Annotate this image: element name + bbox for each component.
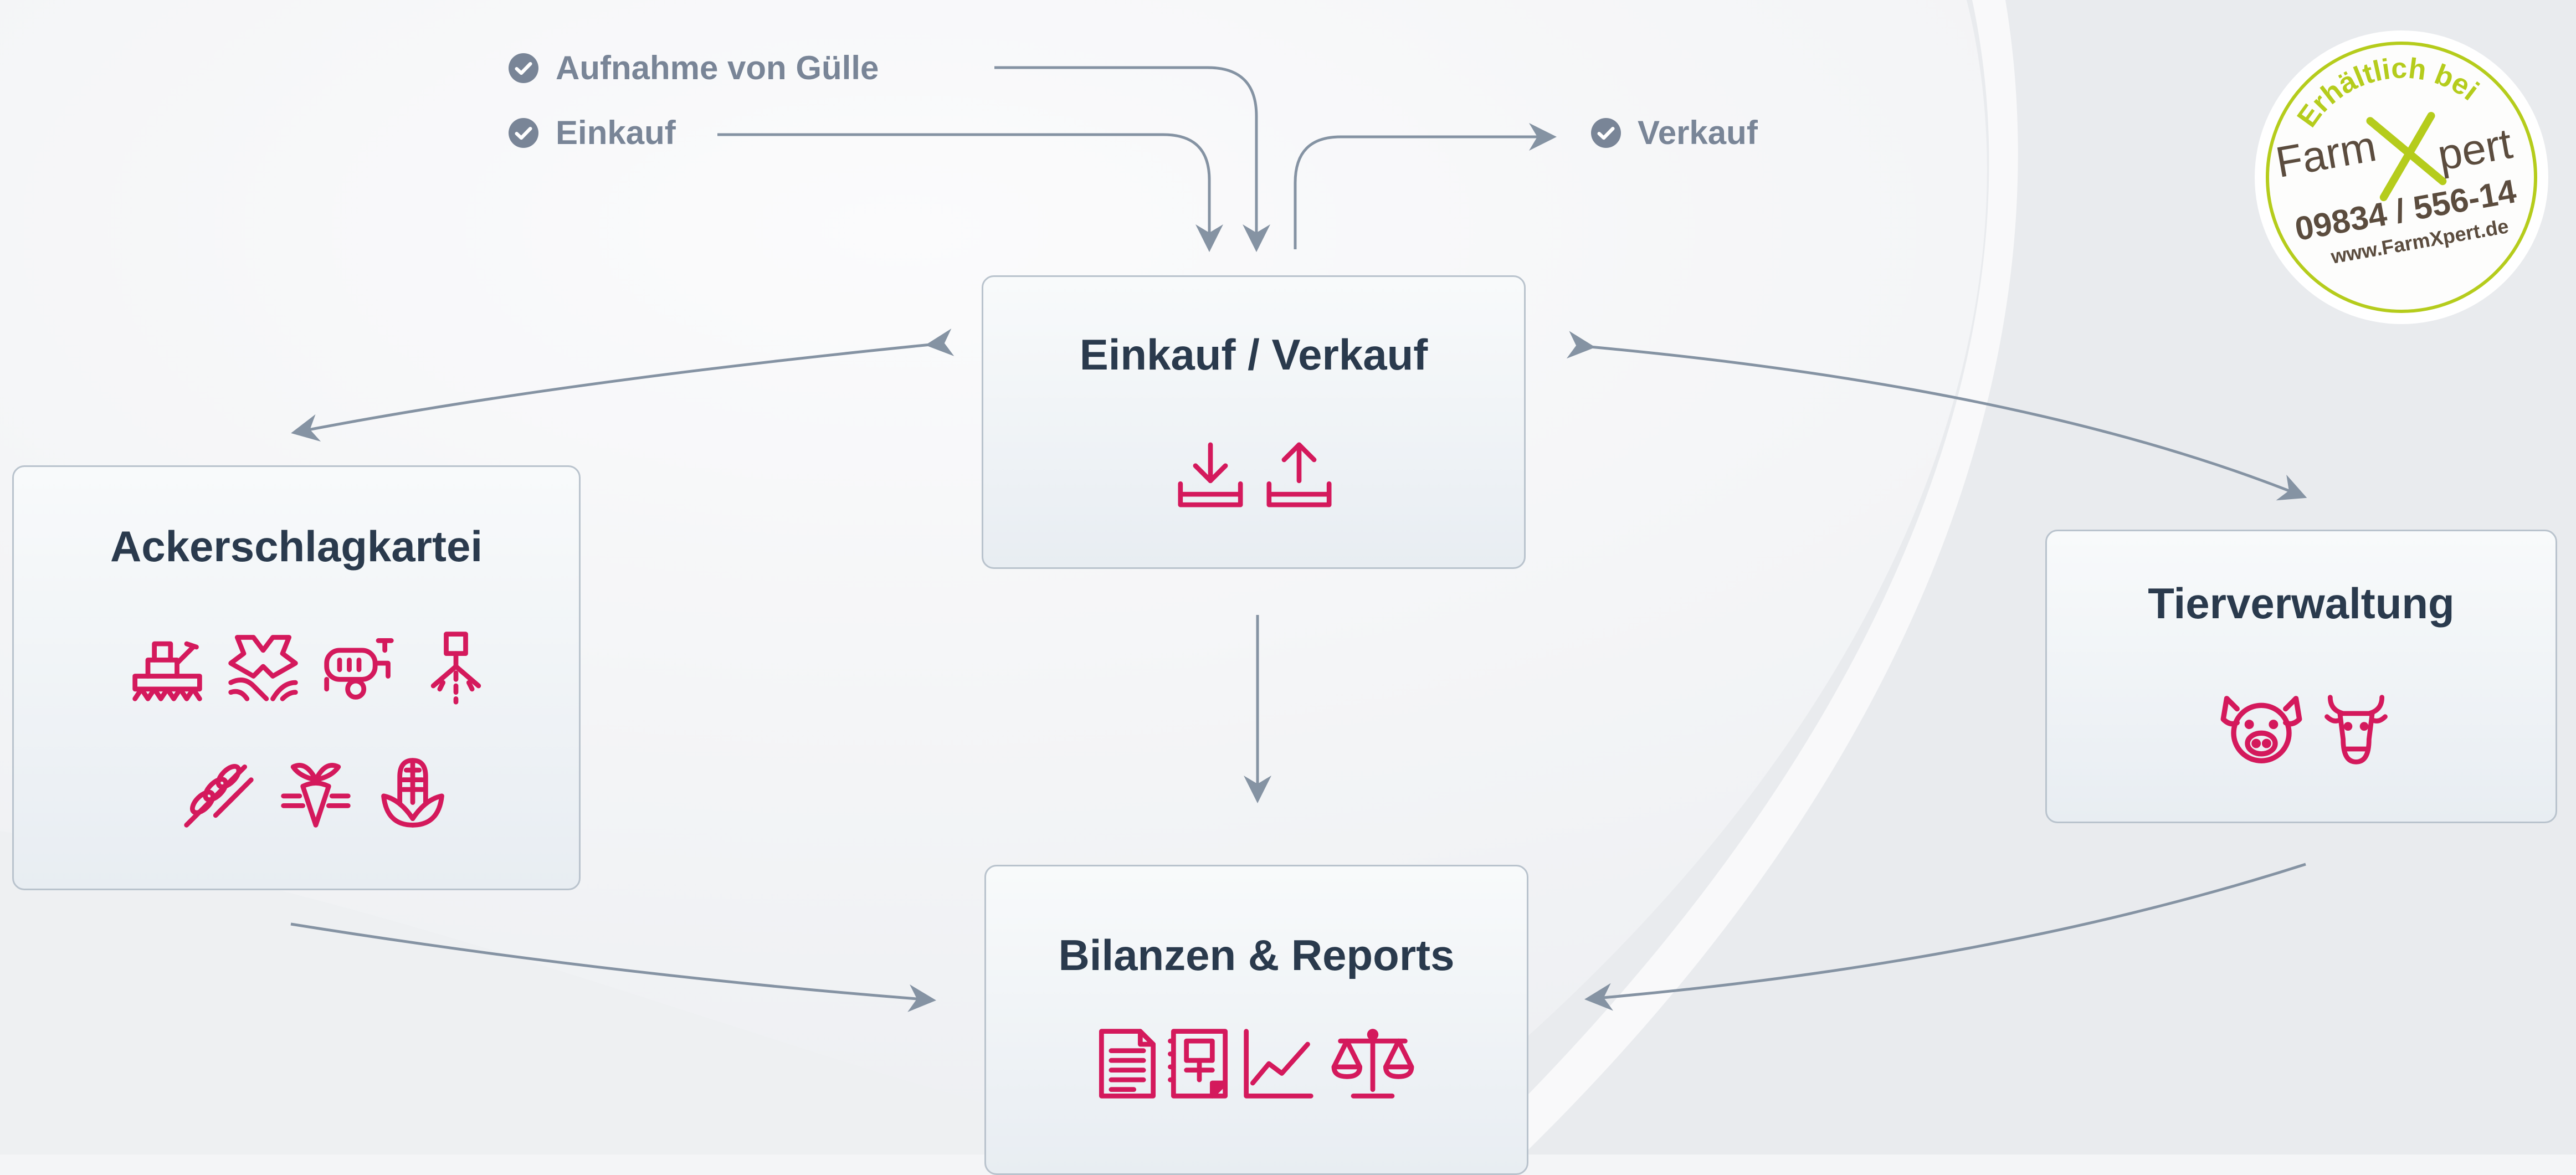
scale-icon (1328, 1025, 1417, 1102)
check-circle-icon (509, 118, 538, 148)
source-label-einkauf: Einkauf (556, 114, 676, 151)
farmxpert-seal-logo: Erhältlich bei Farm pert 09834 / 556-14 … (2235, 11, 2568, 343)
box-title: Bilanzen & Reports (1058, 931, 1455, 979)
check-circle-icon (509, 53, 538, 83)
box-ackerschlagkartei[interactable]: Ackerschlagkartei (12, 465, 581, 890)
source-label-aufnahme: Aufnahme von Gülle (556, 49, 879, 86)
box-bilanzen-reports[interactable]: Bilanzen & Reports (984, 865, 1528, 1175)
upload-tray-icon (1263, 439, 1335, 511)
box-title: Tierverwaltung (2148, 579, 2455, 628)
check-circle-icon (1591, 118, 1621, 148)
pig-icon (2220, 691, 2303, 768)
combine-harvester-icon (129, 628, 206, 705)
report-icon (1166, 1025, 1233, 1102)
box-title: Ackerschlagkartei (110, 522, 483, 571)
arrow-tier-bilanzen (1584, 863, 2306, 1011)
download-tray-icon (1174, 439, 1246, 511)
box-einkauf-verkauf[interactable]: Einkauf / Verkauf (982, 275, 1526, 569)
arrow-ackerschlag-einkauf (291, 329, 955, 442)
plough-icon (224, 628, 302, 705)
arrow-ackerschlag-bilanzen (290, 922, 936, 1012)
arrow-einkauf-tier (1566, 331, 2307, 501)
line-chart-icon (1240, 1025, 1317, 1102)
corn-icon (374, 754, 451, 832)
box-title: Einkauf / Verkauf (1079, 330, 1428, 379)
document-icon (1094, 1025, 1161, 1102)
sprayer-icon (417, 628, 495, 705)
arrow-verkauf (1294, 123, 1557, 249)
cow-icon (2323, 691, 2389, 768)
wheat-icon (180, 754, 258, 832)
box-tierverwaltung[interactable]: Tierverwaltung (2045, 530, 2557, 823)
target-label-verkauf: Verkauf (1638, 114, 1758, 151)
sugar-beet-icon (277, 754, 355, 832)
arrow-einkauf (717, 133, 1223, 252)
slurry-tanker-icon (320, 628, 398, 705)
arrow-aufnahme (994, 66, 1270, 252)
